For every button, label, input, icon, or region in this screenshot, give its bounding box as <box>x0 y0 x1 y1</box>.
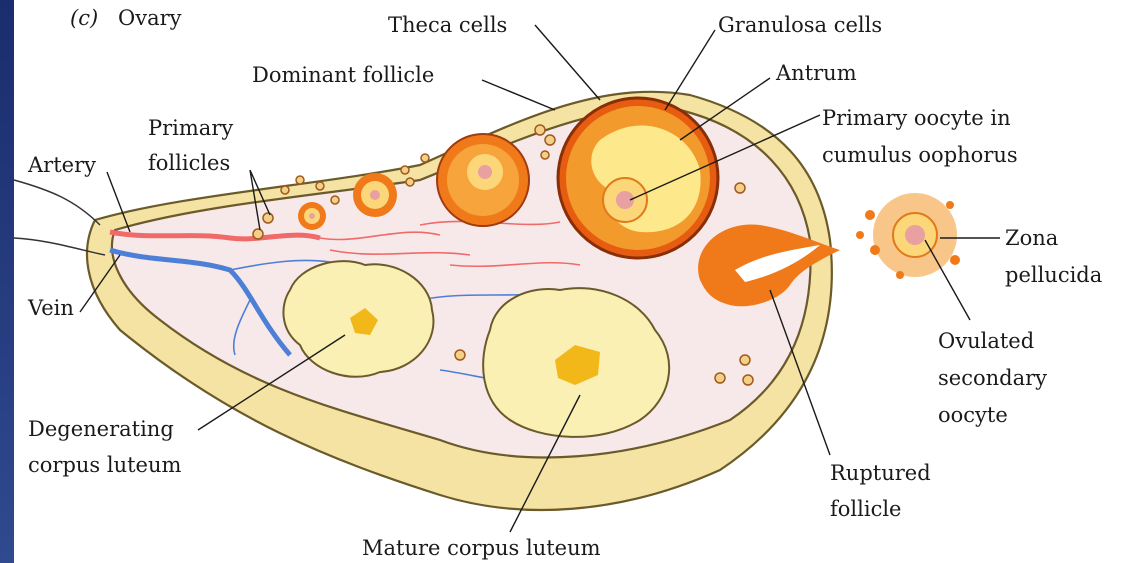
label-primary-follicles-2: follicles <box>148 151 230 175</box>
label-zona-1: Zona <box>1005 226 1058 250</box>
label-ovulated-3: oocyte <box>938 403 1008 427</box>
leader-theca <box>535 25 600 100</box>
label-granulosa-cells: Granulosa cells <box>718 13 882 37</box>
label-theca-cells: Theca cells <box>388 13 507 37</box>
label-degenerating-2: corpus luteum <box>28 453 181 477</box>
follicle-medium <box>353 173 397 217</box>
label-degenerating-1: Degenerating <box>28 417 174 441</box>
label-zona-2: pellucida <box>1005 263 1102 287</box>
leader-dominant <box>482 80 555 110</box>
label-primary-follicles-1: Primary <box>148 116 233 140</box>
label-dominant-follicle: Dominant follicle <box>252 63 434 87</box>
label-mature-corpus-luteum: Mature corpus luteum <box>362 536 601 560</box>
follicle-small <box>298 202 326 230</box>
follicle-secondary <box>437 134 529 226</box>
dominant-follicle <box>558 98 718 258</box>
mature-corpus-luteum <box>483 288 669 437</box>
label-antrum: Antrum <box>775 61 857 85</box>
label-ovulated-2: secondary <box>938 366 1047 390</box>
label-ovulated-1: Ovulated <box>938 329 1034 353</box>
label-primary-oocyte-2: cumulus oophorus <box>822 143 1018 167</box>
label-artery: Artery <box>27 153 96 177</box>
label-ruptured-1: Ruptured <box>830 461 931 485</box>
label-vein: Vein <box>27 296 74 320</box>
label-ruptured-2: follicle <box>830 497 901 521</box>
ovulated-oocyte <box>856 193 960 279</box>
mesovarium-top-line <box>14 180 100 225</box>
label-primary-oocyte-1: Primary oocyte in <box>822 106 1011 130</box>
panel-title: Ovary <box>118 6 182 30</box>
panel-letter: (c) <box>70 6 98 30</box>
